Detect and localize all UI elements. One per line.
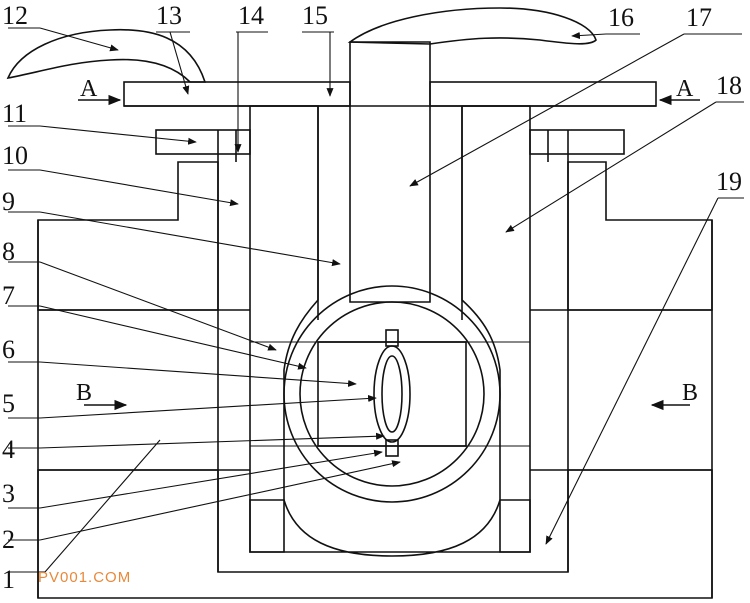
part-label-5: 5: [2, 389, 15, 418]
part-label-6: 6: [2, 335, 15, 364]
section-label-a-right: A: [676, 76, 694, 102]
part-label-16: 16: [608, 3, 634, 32]
part-label-12: 12: [2, 1, 28, 30]
seal-ring-left: [155, 129, 251, 162]
part-label-17: 17: [686, 3, 712, 32]
sleeve-bottom: [249, 499, 531, 557]
part-label-11: 11: [2, 99, 27, 128]
part-label-19: 19: [716, 167, 742, 196]
part-label-10: 10: [2, 141, 28, 170]
valve-body: [37, 161, 713, 599]
part-label-4: 4: [2, 435, 15, 464]
seal-ring-right: [529, 129, 625, 162]
section-label-a-left: A: [80, 76, 98, 102]
section-label-b-right: B: [682, 380, 698, 406]
watermark-text: PV001.COM: [38, 569, 131, 586]
part-label-7: 7: [2, 281, 15, 310]
valve-ball: [250, 285, 530, 503]
handle-right: [347, 7, 597, 45]
part-label-15: 15: [302, 1, 328, 30]
handle-left: [6, 28, 207, 83]
part-labels: 1 2 3 4 5 6 7 8 9 10 11 12 13 14 15 16 1…: [2, 1, 742, 594]
inner-ring: [373, 329, 411, 457]
sleeve-right: [461, 105, 531, 553]
part-label-2: 2: [2, 525, 15, 554]
sleeve-left: [249, 105, 319, 553]
valve-stem: [317, 41, 463, 320]
section-markers: A A B B: [76, 76, 700, 411]
part-label-8: 8: [2, 237, 15, 266]
part-label-13: 13: [156, 1, 182, 30]
section-label-b-left: B: [76, 380, 92, 406]
part-label-18: 18: [716, 71, 742, 100]
part-label-1: 1: [2, 565, 15, 594]
leader-lines: [8, 27, 744, 573]
part-label-14: 14: [238, 1, 264, 30]
part-label-3: 3: [2, 479, 15, 508]
part-label-9: 9: [2, 187, 15, 216]
